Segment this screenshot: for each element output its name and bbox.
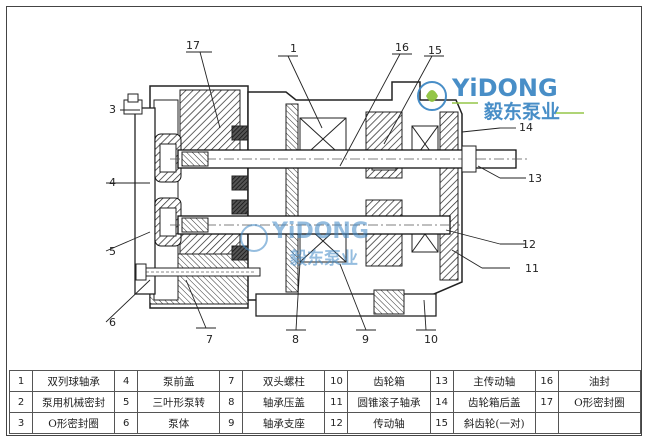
legend-num: 1	[9, 370, 33, 392]
rotor-upper	[154, 133, 182, 183]
callout-8: 8	[292, 333, 299, 346]
legend-num: 3	[9, 412, 33, 434]
leader-lines	[105, 51, 526, 331]
legend-part-name: 主传动轴	[452, 370, 536, 392]
legend-row: 1 双列球轴承 4 泵前盖 7 双头螺柱 10 齿轮箱 13 主传动轴 16 油…	[9, 370, 642, 392]
legend-num: 16	[534, 370, 559, 392]
callout-10: 10	[424, 333, 438, 346]
stud-bolt	[135, 263, 261, 281]
callout-5: 5	[109, 245, 116, 258]
legend-part-name: 双列球轴承	[31, 370, 116, 392]
legend-part-name	[557, 412, 642, 434]
legend-num: 6	[114, 412, 139, 434]
callout-4: 4	[109, 176, 116, 189]
watermark-latin-text: YiDONG	[451, 74, 558, 102]
shafts	[170, 145, 530, 235]
legend-part-name: 齿轮箱后盖	[452, 391, 536, 413]
watermark-logo-top-right: YiDONG 毅东泵业	[417, 74, 584, 123]
legend-part-name: 轴承支座	[242, 412, 326, 434]
watermark-chinese-text: 毅东泵业	[483, 100, 560, 123]
callout-9: 9	[362, 333, 369, 346]
gear-box	[247, 81, 463, 317]
legend-part-name: O形密封圈	[31, 412, 116, 434]
legend-part-name: 三叶形泵转	[137, 391, 221, 413]
legend-num: 12	[324, 412, 349, 434]
legend-part-name: 泵用机械密封	[31, 391, 116, 413]
legend-row: 3 O形密封圈 6 泵体 9 轴承支座 12 传动轴 15 斜齿轮(一对)	[9, 412, 642, 434]
legend-num: 10	[324, 370, 349, 392]
legend-row: 2 泵用机械密封 5 三叶形泵转 8 轴承压盖 11 圆锥滚子轴承 14 齿轮箱…	[9, 391, 642, 413]
legend-part-name: 泵体	[137, 412, 221, 434]
callout-12: 12	[522, 238, 536, 251]
callout-3: 3	[109, 103, 116, 116]
callout-13: 13	[528, 172, 542, 185]
legend-num: 11	[324, 391, 349, 413]
pump-cross-section-drawing: YiDONG 毅东泵业 YiDONG 毅东泵业	[105, 39, 584, 346]
callout-15: 15	[428, 44, 442, 57]
callout-17: 17	[186, 39, 200, 52]
legend-part-name: O形密封圈	[557, 391, 642, 413]
legend-part-name: 轴承压盖	[242, 391, 326, 413]
legend-part-name: 齿轮箱	[347, 370, 431, 392]
legend-part-name: 圆锥滚子轴承	[347, 391, 431, 413]
legend-num	[534, 412, 559, 434]
drawing-frame	[6, 6, 642, 436]
legend-part-name: 泵前盖	[137, 370, 221, 392]
legend-num: 7	[219, 370, 244, 392]
callout-numbers: 17 1 16 15 3 4 5 6 7 8 9 10 11 12 13 14	[109, 39, 542, 346]
watermark-center-chinese: 毅东泵业	[289, 248, 358, 269]
parts-legend-table: 1 双列球轴承 4 泵前盖 7 双头螺柱 10 齿轮箱 13 主传动轴 16 油…	[9, 370, 642, 434]
rotor-lower	[154, 197, 182, 247]
callout-14: 14	[519, 121, 533, 134]
legend-num: 15	[429, 412, 454, 434]
callout-6: 6	[109, 316, 116, 329]
legend-part-name: 双头螺柱	[242, 370, 326, 392]
watermark-logo-center: YiDONG 毅东泵业	[240, 219, 369, 269]
legend-num: 17	[534, 391, 559, 413]
callout-7: 7	[206, 333, 213, 346]
legend-num: 13	[429, 370, 454, 392]
legend-part-name: 油封	[557, 370, 642, 392]
watermark-center-latin: YiDONG	[271, 219, 369, 244]
legend-part-name: 斜齿轮(一对)	[452, 412, 536, 434]
legend-num: 8	[219, 391, 244, 413]
callout-11: 11	[525, 262, 539, 275]
callout-1: 1	[290, 42, 297, 55]
legend-num: 5	[114, 391, 139, 413]
callout-16: 16	[395, 41, 409, 54]
legend-num: 2	[9, 391, 33, 413]
pump-front-cover	[123, 93, 156, 295]
legend-num: 4	[114, 370, 139, 392]
legend-part-name: 传动轴	[347, 412, 431, 434]
legend-num: 9	[219, 412, 244, 434]
legend-num: 14	[429, 391, 454, 413]
